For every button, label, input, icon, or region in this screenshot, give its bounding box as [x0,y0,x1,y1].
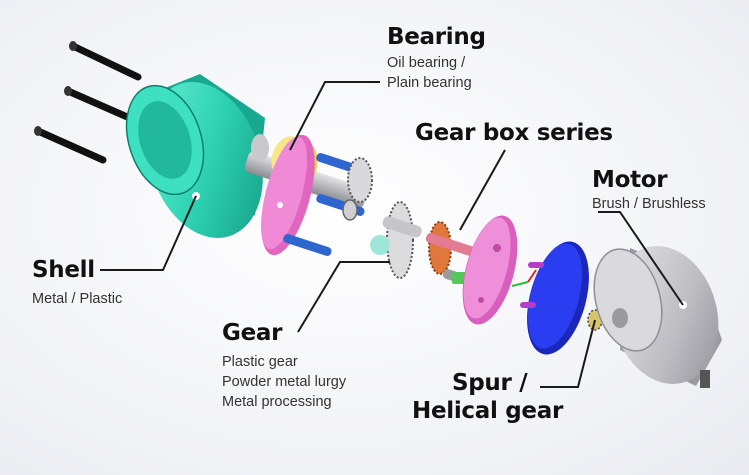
bearing-label-group: Bearing Oil bearing / Plain bearing [387,24,486,93]
pink-plate-2 [462,215,518,325]
shell-description: Metal / Plastic [32,289,122,309]
motor-plate [511,241,589,355]
motor-title: Motor [592,167,668,193]
motor-description: Brush / Brushless [592,194,706,214]
gear-cluster [342,157,422,279]
bearing-leader [289,81,380,151]
spur-leader [540,319,596,388]
shell-part [125,74,265,238]
gear-leader [297,261,390,333]
gear-description: Plastic gear Powder metal lurgy Metal pr… [222,352,346,412]
bearing-description: Oil bearing / Plain bearing [387,53,486,93]
gear-line-2: Powder metal lurgy [222,374,347,390]
bearing-line-1: Oil bearing / [387,55,466,71]
gear-title: Gear [222,320,283,346]
spur-title-line-2: Helical gear [412,398,563,424]
screws [34,41,142,164]
motor-leader [598,211,684,306]
shell-line-1: Metal / Plastic [32,291,123,307]
shell-leader [100,195,197,271]
bearing-line-2: Plain bearing [387,75,472,91]
pink-plate-1 [261,134,315,256]
gearbox-title: Gear box series [415,120,613,146]
bearing-title: Bearing [387,24,486,50]
shell-label-group: Shell Metal / Plastic [32,257,122,309]
motor-part [593,246,722,388]
gear-line-1: Plastic gear [222,354,298,370]
shell-title: Shell [32,257,95,283]
spur-label-group: Spur / Helical gear [412,370,563,424]
gear-label-group: Gear Plastic gear Powder metal lurgy Met… [222,320,346,412]
gear-line-3: Metal processing [222,394,332,410]
leader-lines [100,81,684,388]
spur-title-line-1: Spur / [452,370,528,396]
motor-label-group: Motor Brush / Brushless [592,167,706,214]
gearbox-leader [459,149,506,231]
motor-line-1: Brush / Brushless [592,196,706,212]
